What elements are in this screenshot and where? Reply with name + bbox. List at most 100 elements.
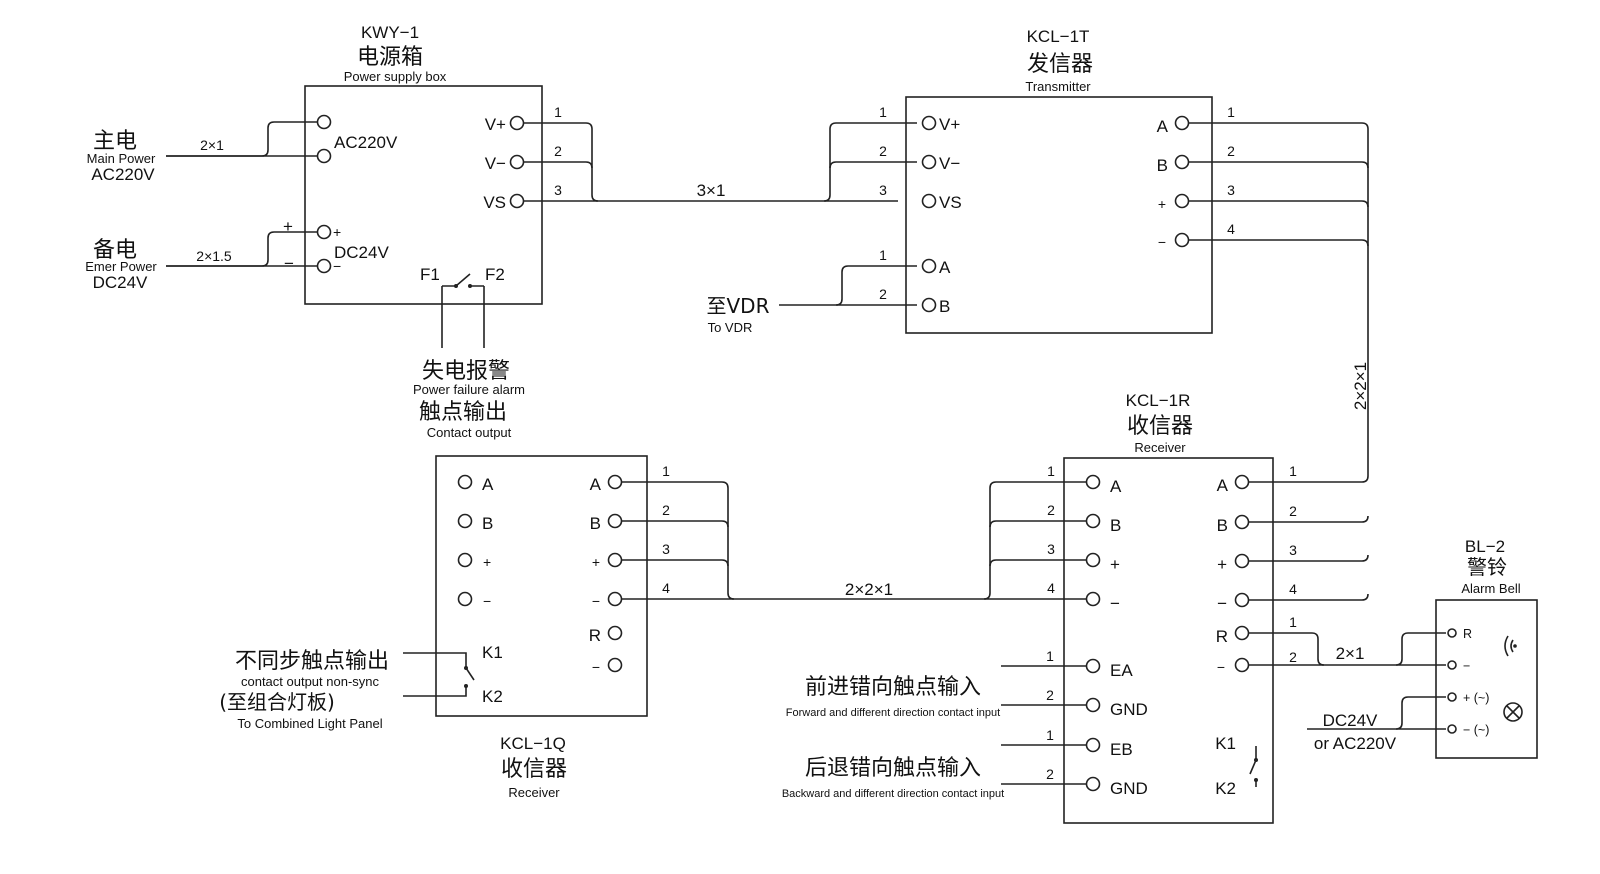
- kclr-out-plus-terminal[interactable]: [1234, 553, 1250, 569]
- kclq-minus-terminal[interactable]: [607, 591, 623, 607]
- vdr-pin-1: 1: [879, 247, 887, 263]
- kclr-out-b-terminal[interactable]: [1234, 514, 1250, 530]
- kclt-out-b-label: B: [1157, 156, 1168, 175]
- nonsync-wire-1: [403, 652, 467, 660]
- trunk-b: [1189, 161, 1369, 523]
- kclq-minus-label: −: [592, 593, 600, 609]
- kclt-model: KCL−1T: [1027, 27, 1090, 46]
- bell-supply-l1: DC24V: [1323, 711, 1378, 730]
- bell-minus-terminal[interactable]: [1447, 660, 1457, 670]
- kclt-a-terminal[interactable]: [921, 258, 937, 274]
- kclq-b-label: B: [590, 514, 601, 533]
- kclr-minus-label: −: [1110, 594, 1120, 613]
- bell-minus-label: −: [1463, 659, 1470, 673]
- kclq-minus2-terminal[interactable]: [607, 657, 623, 673]
- cable-3x1: 3×1: [697, 181, 726, 200]
- kclt-out-plus-terminal[interactable]: [1174, 193, 1190, 209]
- vdr-cn: 至VDR: [707, 294, 770, 318]
- bell-box: [1435, 599, 1538, 759]
- kwy-vminus-terminal[interactable]: [509, 154, 525, 170]
- kwy-alarm-contact: [442, 273, 484, 287]
- bus-r-plus: [989, 559, 1086, 567]
- kwy-vplus-terminal[interactable]: [509, 115, 525, 131]
- kclt-vminus-terminal[interactable]: [921, 154, 937, 170]
- kclq-plus-terminal[interactable]: [607, 552, 623, 568]
- kclt-out-b-terminal[interactable]: [1174, 154, 1190, 170]
- kclt-b-label: B: [939, 297, 950, 316]
- kwy-vs-terminal[interactable]: [509, 193, 525, 209]
- cable-2x2x1-vertical: 2×2×1: [1351, 362, 1370, 410]
- t-in-pin-1: 1: [879, 104, 887, 120]
- r-left-pin-3: 3: [1047, 541, 1055, 557]
- kclt-b-terminal[interactable]: [921, 297, 937, 313]
- bell-minus-ac-terminal[interactable]: [1447, 724, 1457, 734]
- kclt-vplus-label: V+: [939, 115, 960, 134]
- wire-vminus-t: [829, 161, 917, 169]
- kclr-minus2-terminal[interactable]: [1234, 657, 1250, 673]
- kwy-ac-terminal-1[interactable]: [316, 114, 332, 130]
- kwy-dc-minus-terminal[interactable]: [316, 258, 332, 274]
- kclr-k1-label: K1: [1215, 734, 1236, 753]
- kwy-title-en: Power supply box: [344, 69, 447, 84]
- vdr-connection: 至VDR To VDR 1 2: [707, 247, 917, 335]
- kclr-out-a-terminal[interactable]: [1234, 474, 1250, 490]
- kclr-eb-label: EB: [1110, 740, 1133, 759]
- bell-supply: DC24V or AC220V: [1307, 696, 1446, 753]
- wire-supply-plus: [1395, 696, 1446, 730]
- emer-power-cable: 2×1.5: [196, 248, 232, 264]
- kclr-r-terminal[interactable]: [1234, 625, 1250, 641]
- kwy-pin-2: 2: [554, 143, 562, 159]
- kclq-b-terminal[interactable]: [607, 513, 623, 529]
- kclr-k-dot-2: [1254, 778, 1258, 782]
- kclr-r-label: R: [1216, 627, 1228, 646]
- bus-q-b: [622, 520, 729, 528]
- kclt-box: [905, 96, 1213, 334]
- kclr-ea-terminal[interactable]: [1085, 658, 1101, 674]
- kwy-pin-1: 1: [554, 104, 562, 120]
- r-left-pin-1: 1: [1047, 463, 1055, 479]
- kwy-dc-minus-label: −: [333, 258, 341, 274]
- kclq-left-plus-terminal[interactable]: [457, 552, 473, 568]
- kwy-power-supply-box: KWY−1 电源箱 Power supply box AC220V + − DC…: [304, 23, 543, 348]
- trunk-a: [1189, 122, 1369, 483]
- kwy-f1-label: F1: [420, 265, 440, 284]
- kclq-left-b-terminal[interactable]: [457, 513, 473, 529]
- kwy-ac-terminal-2[interactable]: [316, 148, 332, 164]
- kclr-plus-terminal[interactable]: [1085, 552, 1101, 568]
- t-out-pin-4: 4: [1227, 221, 1235, 237]
- kclr-minus-terminal[interactable]: [1085, 591, 1101, 607]
- kclr-b-terminal[interactable]: [1085, 513, 1101, 529]
- t-in-pin-3: 3: [879, 182, 887, 198]
- kclr-k-dot-1: [1254, 758, 1258, 762]
- kclq-left-a-terminal[interactable]: [457, 474, 473, 490]
- trunk-minus: [1189, 239, 1369, 601]
- kclq-a-label: A: [590, 475, 602, 494]
- kclt-out-a-terminal[interactable]: [1174, 115, 1190, 131]
- kwy-vs-label: VS: [483, 193, 506, 212]
- kclr-out-minus-terminal[interactable]: [1234, 592, 1250, 608]
- kclq-a-terminal[interactable]: [607, 474, 623, 490]
- kclr-gnd1-terminal[interactable]: [1085, 697, 1101, 713]
- kclr-a-terminal[interactable]: [1085, 474, 1101, 490]
- kcl-1t-transmitter: KCL−1T 发信器 Transmitter V+ V− VS A B A B …: [905, 27, 1213, 334]
- kclt-out-minus-terminal[interactable]: [1174, 232, 1190, 248]
- kwy-to-transmitter-wiring: 1 2 3 3×1 1 2 3: [524, 104, 917, 202]
- bus-q-a: [622, 481, 735, 600]
- nonsync-cn: 不同步触点输出: [235, 649, 389, 674]
- kclr-title-cn: 收信器: [1127, 414, 1193, 439]
- kclr-title-en: Receiver: [1134, 440, 1186, 455]
- kclt-vplus-terminal[interactable]: [921, 115, 937, 131]
- kclq-r-terminal[interactable]: [607, 625, 623, 641]
- kclt-a-label: A: [939, 258, 951, 277]
- kwy-dc-plus-terminal[interactable]: [316, 224, 332, 240]
- kclq-left-minus-terminal[interactable]: [457, 591, 473, 607]
- kclr-gnd2-terminal[interactable]: [1085, 776, 1101, 792]
- bell-r-terminal[interactable]: [1447, 628, 1457, 638]
- kclt-vs-terminal[interactable]: [921, 193, 937, 209]
- bwd-cn: 后退错向触点输入: [805, 756, 981, 781]
- nonsync-en2: To Combined Light Panel: [237, 716, 382, 731]
- kclq-minus2-label: −: [592, 659, 600, 675]
- kclr-eb-terminal[interactable]: [1085, 737, 1101, 753]
- bell-plus-ac-terminal[interactable]: [1447, 692, 1457, 702]
